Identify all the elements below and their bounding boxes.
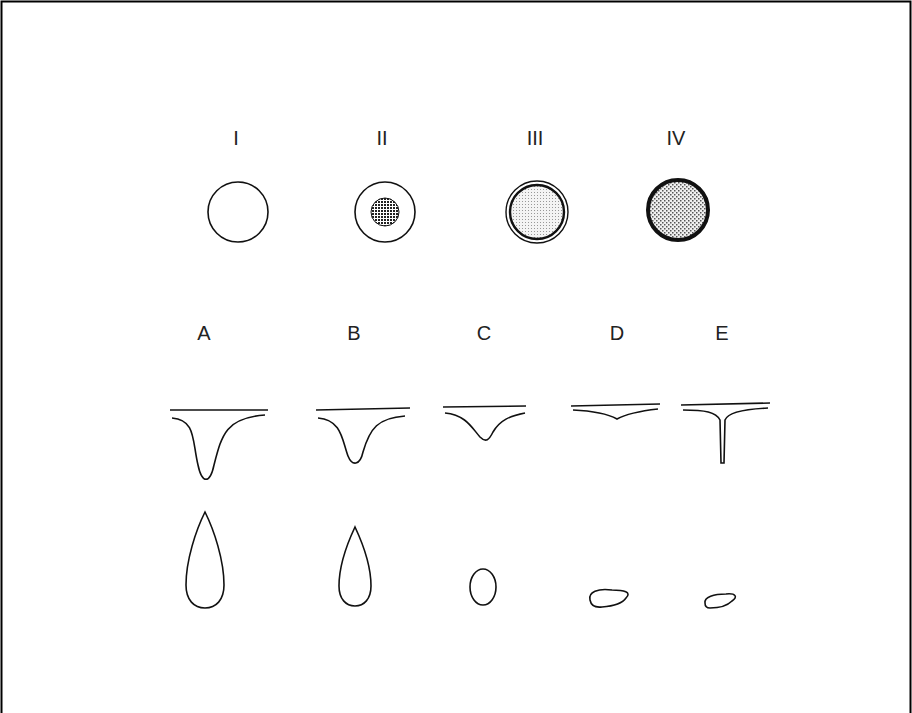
- circle-label: II: [374, 126, 389, 150]
- drop-label: D: [608, 321, 626, 345]
- circle-label: I: [231, 126, 241, 150]
- circle-label: III: [525, 126, 546, 150]
- drop-label: C: [475, 321, 493, 345]
- drop-label: B: [345, 321, 362, 345]
- circle-label: IV: [665, 126, 688, 150]
- drop-label: A: [195, 321, 212, 345]
- drop-label: E: [713, 321, 730, 345]
